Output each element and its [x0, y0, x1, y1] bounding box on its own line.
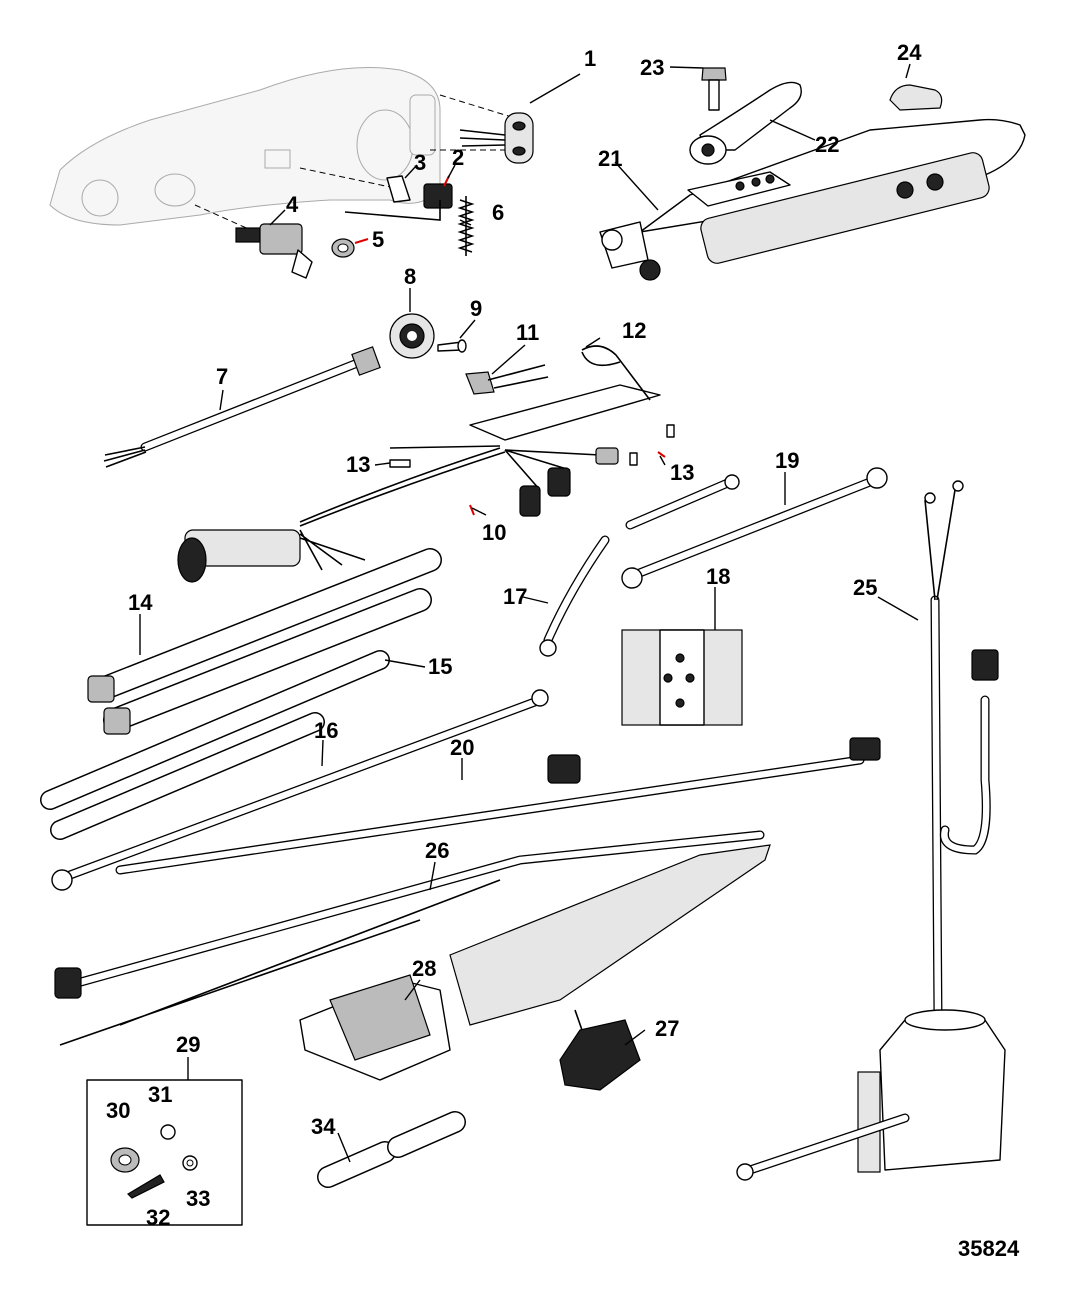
callout-7: 7: [216, 364, 228, 389]
callout-2: 2: [452, 145, 464, 170]
callout-34: 34: [311, 1114, 336, 1139]
diagram-reference-number: 35824: [958, 1236, 1020, 1261]
part-3-clip: [386, 175, 411, 203]
part-22-tiller-arm: [689, 81, 802, 165]
callout-1: 1: [584, 46, 596, 71]
part-5-washer: [331, 238, 369, 258]
callout-14: 14: [128, 590, 153, 615]
part-27-bracket-housing: [449, 844, 771, 1091]
part-8-grommet: [389, 313, 435, 359]
part-17-cable: [539, 535, 610, 657]
part-4-key-switch: [235, 223, 313, 279]
callout-27: 27: [655, 1016, 679, 1041]
part-25-trim-pump: [736, 480, 1006, 1181]
callout-15: 15: [428, 654, 452, 679]
callout-13-left: 13: [346, 452, 370, 477]
callout-3: 3: [414, 150, 426, 175]
part-23-bolt: [701, 67, 727, 111]
callout-33: 33: [186, 1186, 210, 1211]
callout-9: 9: [470, 296, 482, 321]
callout-20: 20: [450, 735, 474, 760]
callout-18: 18: [706, 564, 730, 589]
part-34-sleeves: [317, 1111, 466, 1188]
callout-28: 28: [412, 956, 436, 981]
callout-10: 10: [482, 520, 506, 545]
callout-31: 31: [148, 1082, 172, 1107]
part-21-bracket: [687, 171, 791, 207]
part-1-stop-switch: [459, 112, 534, 164]
part-26-cable: [54, 754, 765, 1046]
callout-19: 19: [775, 448, 799, 473]
callout-labels: 1 2 3 4 5 6 7 8 9 10 11 12 13 13 14 15 1…: [106, 40, 1020, 1261]
callout-25: 25: [853, 575, 877, 600]
part-24-cap: [889, 84, 943, 111]
part-13-screws: [389, 424, 675, 468]
part-16-cable: [51, 689, 549, 891]
callout-26: 26: [425, 838, 449, 863]
callout-32: 32: [146, 1205, 170, 1230]
part-9-screw: [437, 339, 467, 353]
part-18-rectifier: [621, 629, 743, 726]
callout-8: 8: [404, 264, 416, 289]
part-2-switch: [344, 175, 453, 221]
part-20-cable: [115, 737, 881, 875]
callout-leaders: [139, 63, 919, 1163]
part-12-cable-tie: [581, 345, 651, 401]
callout-11: 11: [516, 320, 539, 345]
part-29-hardware-kit: [86, 1079, 243, 1226]
part-15-hoses: [40, 650, 390, 840]
part-14-hoses: [87, 548, 442, 735]
callout-13-right: 13: [670, 460, 694, 485]
part-19-cable: [621, 467, 888, 589]
callout-29: 29: [176, 1032, 200, 1057]
callout-6: 6: [492, 200, 504, 225]
callout-30: 30: [106, 1098, 130, 1123]
part-7-harness: [103, 346, 381, 468]
callout-21: 21: [598, 146, 622, 171]
part-28-ecm: [299, 974, 451, 1081]
tiller-handle-outline: [49, 67, 441, 226]
callout-22: 22: [815, 132, 839, 157]
part-6-spring: [457, 196, 475, 256]
callout-4: 4: [286, 192, 299, 217]
part-10-main-harness: [177, 384, 666, 583]
callout-12: 12: [622, 318, 646, 343]
callout-24: 24: [897, 40, 922, 65]
callout-16: 16: [314, 718, 338, 743]
callout-17: 17: [503, 584, 527, 609]
part-11-clamp: [465, 364, 549, 395]
callout-5: 5: [372, 227, 384, 252]
callout-23: 23: [640, 55, 664, 80]
steering-cylinder-assembly: [599, 118, 1026, 281]
